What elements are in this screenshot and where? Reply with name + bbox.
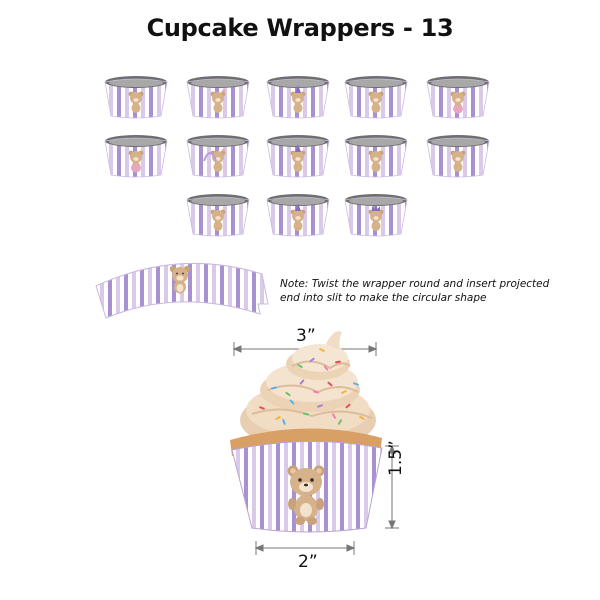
bear-icon <box>290 85 306 113</box>
bottom-width-dimension-line <box>254 541 356 555</box>
top-width-label: 3” <box>296 326 316 346</box>
bear-icon <box>210 209 226 231</box>
wrapper-thumbnail <box>265 190 331 238</box>
wrapper-thumbnail <box>425 131 491 179</box>
flat-wrapper-template <box>92 252 272 326</box>
assembly-note: Note: Twist the wrapper round and insert… <box>280 278 550 304</box>
bear-icon <box>287 465 325 525</box>
wrapper-thumbnail <box>265 131 331 179</box>
bottom-width-label: 2” <box>298 552 318 572</box>
cupcake-illustration <box>222 322 422 590</box>
bear-icon <box>128 91 144 113</box>
wrapper-thumbnail <box>185 190 251 238</box>
height-dimension-line <box>385 444 399 530</box>
frosting <box>240 331 376 450</box>
bear-icon <box>203 148 226 172</box>
wrapper-thumbnail <box>425 72 491 120</box>
wrapper-thumbnail <box>343 72 409 120</box>
bear-icon <box>450 91 466 114</box>
wrapper-thumbnail <box>185 72 251 120</box>
bear-icon <box>210 89 226 113</box>
bear-icon <box>169 265 191 294</box>
wrapper-thumbnail <box>103 131 169 179</box>
bear-icon <box>368 205 384 231</box>
wrapper-thumbnail <box>343 131 409 179</box>
wrapper-thumbnail <box>185 131 251 179</box>
bear-icon <box>128 150 144 173</box>
bear-icon <box>290 144 306 172</box>
wrapper-thumbnail <box>103 72 169 120</box>
height-label: 1.5” <box>386 440 406 476</box>
bear-icon <box>290 203 306 231</box>
bear-icon <box>368 150 384 172</box>
wrapper-thumbnail <box>343 190 409 238</box>
page-title: Cupcake Wrappers - 13 <box>146 14 454 42</box>
wrapper-thumbnail <box>265 72 331 120</box>
bear-icon <box>450 150 466 172</box>
bear-icon <box>368 91 384 113</box>
